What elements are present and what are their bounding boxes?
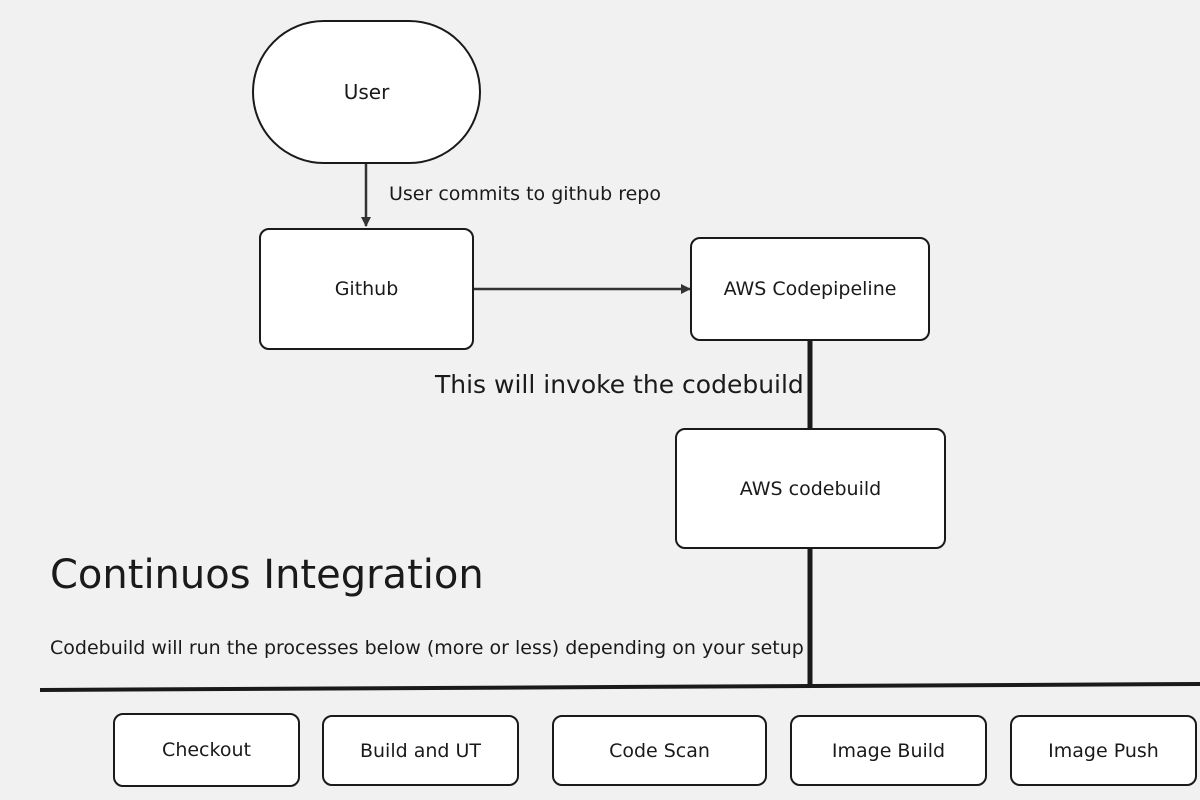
user-node[interactable]: User xyxy=(252,20,481,164)
stage-build-and-ut[interactable]: Build and UT xyxy=(322,715,519,786)
codebuild-node-label: AWS codebuild xyxy=(739,477,882,500)
stage-image-build[interactable]: Image Build xyxy=(790,715,987,786)
stage-image-push-label: Image Push xyxy=(1048,739,1159,762)
github-node[interactable]: Github xyxy=(259,228,474,350)
codebuild-node[interactable]: AWS codebuild xyxy=(675,428,946,549)
stage-checkout[interactable]: Checkout xyxy=(113,713,300,787)
codepipeline-node[interactable]: AWS Codepipeline xyxy=(690,237,930,341)
stage-image-build-label: Image Build xyxy=(831,739,946,762)
stage-build-and-ut-label: Build and UT xyxy=(359,739,482,762)
stage-image-push[interactable]: Image Push xyxy=(1010,715,1197,786)
codepipeline-node-label: AWS Codepipeline xyxy=(723,278,897,300)
section-description: Codebuild will run the processes below (… xyxy=(50,637,804,659)
section-title: Continuos Integration xyxy=(50,552,484,598)
stages-bus-line xyxy=(39,682,1200,692)
stage-code-scan-label: Code Scan xyxy=(609,739,710,762)
stage-code-scan[interactable]: Code Scan xyxy=(552,715,767,786)
user-node-label: User xyxy=(343,80,390,104)
stage-checkout-label: Checkout xyxy=(162,739,251,761)
codepipeline-to-codebuild-label: This will invoke the codebuild xyxy=(435,370,804,399)
github-node-label: Github xyxy=(334,278,399,300)
user-to-github-label: User commits to github repo xyxy=(389,183,661,205)
